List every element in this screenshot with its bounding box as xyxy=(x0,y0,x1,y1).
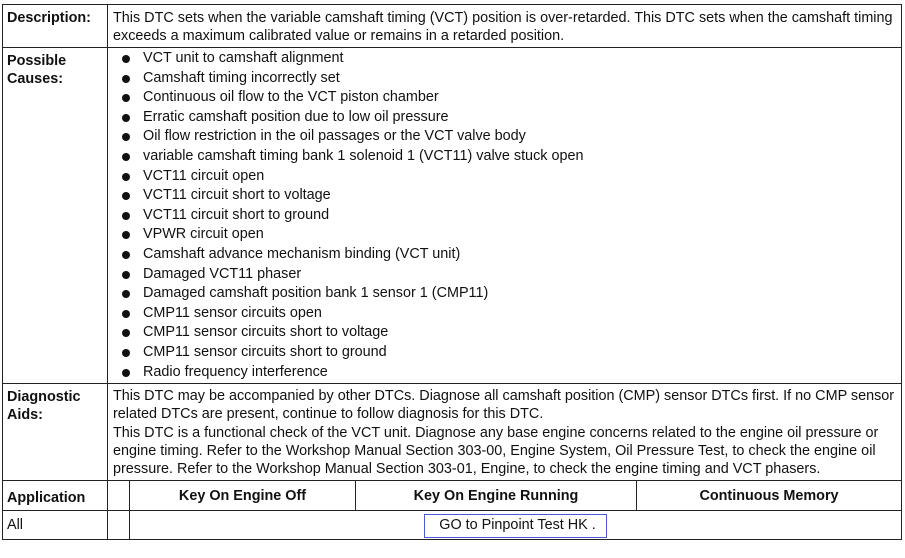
application-all-row: All GO to Pinpoint Test HK . xyxy=(2,510,903,541)
list-item: Radio frequency interference xyxy=(120,363,897,383)
bullet-icon xyxy=(122,290,130,299)
application-row-label: All xyxy=(2,510,108,541)
bullet-icon xyxy=(122,152,130,161)
bullet-icon xyxy=(122,309,130,318)
list-item: VCT11 circuit open xyxy=(120,167,897,187)
diagnostic-aids-row: Diagnostic Aids: This DTC may be accompa… xyxy=(2,383,903,482)
possible-causes-content: VCT unit to camshaft alignment Camshaft … xyxy=(106,46,903,385)
list-item: variable camshaft timing bank 1 solenoid… xyxy=(120,147,897,167)
bullet-icon xyxy=(122,113,130,122)
list-item: VPWR circuit open xyxy=(120,225,897,245)
list-item: Damaged camshaft position bank 1 sensor … xyxy=(120,284,897,304)
possible-causes-row: Possible Causes: VCT unit to camshaft al… xyxy=(2,46,903,385)
bullet-icon xyxy=(122,270,130,279)
description-text: This DTC sets when the variable camshaft… xyxy=(106,4,903,48)
bullet-icon xyxy=(122,133,130,142)
list-item: CMP11 sensor circuits short to voltage xyxy=(120,323,897,343)
dtc-table: Description: This DTC sets when the vari… xyxy=(2,4,903,541)
description-label: Description: xyxy=(2,4,108,48)
list-item: VCT11 circuit short to voltage xyxy=(120,186,897,206)
bullet-icon xyxy=(122,250,130,259)
bullet-icon xyxy=(122,348,130,357)
bullet-icon xyxy=(122,74,130,83)
bullet-icon xyxy=(122,55,130,63)
diagnostic-aids-paragraph-2: This DTC is a functional check of the VC… xyxy=(113,424,879,477)
bullet-icon xyxy=(122,94,130,103)
bullet-icon xyxy=(122,231,130,240)
column-header-koer: Key On Engine Running xyxy=(355,480,637,512)
blank-cell xyxy=(107,480,130,512)
column-header-koeo: Key On Engine Off xyxy=(129,480,356,512)
diagnostic-aids-label: Diagnostic Aids: xyxy=(2,383,108,482)
list-item: VCT11 circuit short to ground xyxy=(120,206,897,226)
list-item: Continuous oil flow to the VCT piston ch… xyxy=(120,88,897,108)
list-item: Oil flow restriction in the oil passages… xyxy=(120,127,897,147)
list-item: CMP11 sensor circuits open xyxy=(120,304,897,324)
bullet-icon xyxy=(122,368,130,377)
bullet-icon xyxy=(122,172,130,181)
column-header-continuous-memory: Continuous Memory xyxy=(635,480,903,512)
bullet-icon xyxy=(122,329,130,338)
application-label: Application xyxy=(2,480,108,512)
description-row: Description: This DTC sets when the vari… xyxy=(2,4,903,48)
possible-causes-label: Possible Causes: xyxy=(2,46,108,385)
bullet-icon xyxy=(122,211,130,220)
list-item: Camshaft advance mechanism binding (VCT … xyxy=(120,245,897,265)
bullet-icon xyxy=(122,192,130,201)
diagnostic-aids-content: This DTC may be accompanied by other DTC… xyxy=(106,383,903,482)
causes-list: VCT unit to camshaft alignment Camshaft … xyxy=(113,49,897,382)
list-item: CMP11 sensor circuits short to ground xyxy=(120,343,897,363)
pinpoint-test-link[interactable]: GO to Pinpoint Test HK . xyxy=(424,513,607,538)
list-item: Camshaft timing incorrectly set xyxy=(120,69,897,89)
diagnostic-aids-paragraph-1: This DTC may be accompanied by other DTC… xyxy=(113,388,895,423)
dtc-document: Description: This DTC sets when the vari… xyxy=(2,4,903,554)
list-item: Damaged VCT11 phaser xyxy=(120,265,897,285)
action-cell: GO to Pinpoint Test HK . xyxy=(128,510,903,541)
list-item: Erratic camshaft position due to low oil… xyxy=(120,108,897,128)
list-item: VCT unit to camshaft alignment xyxy=(120,49,897,69)
blank-cell xyxy=(107,510,130,541)
application-header-row: Application Key On Engine Off Key On Eng… xyxy=(2,480,903,512)
